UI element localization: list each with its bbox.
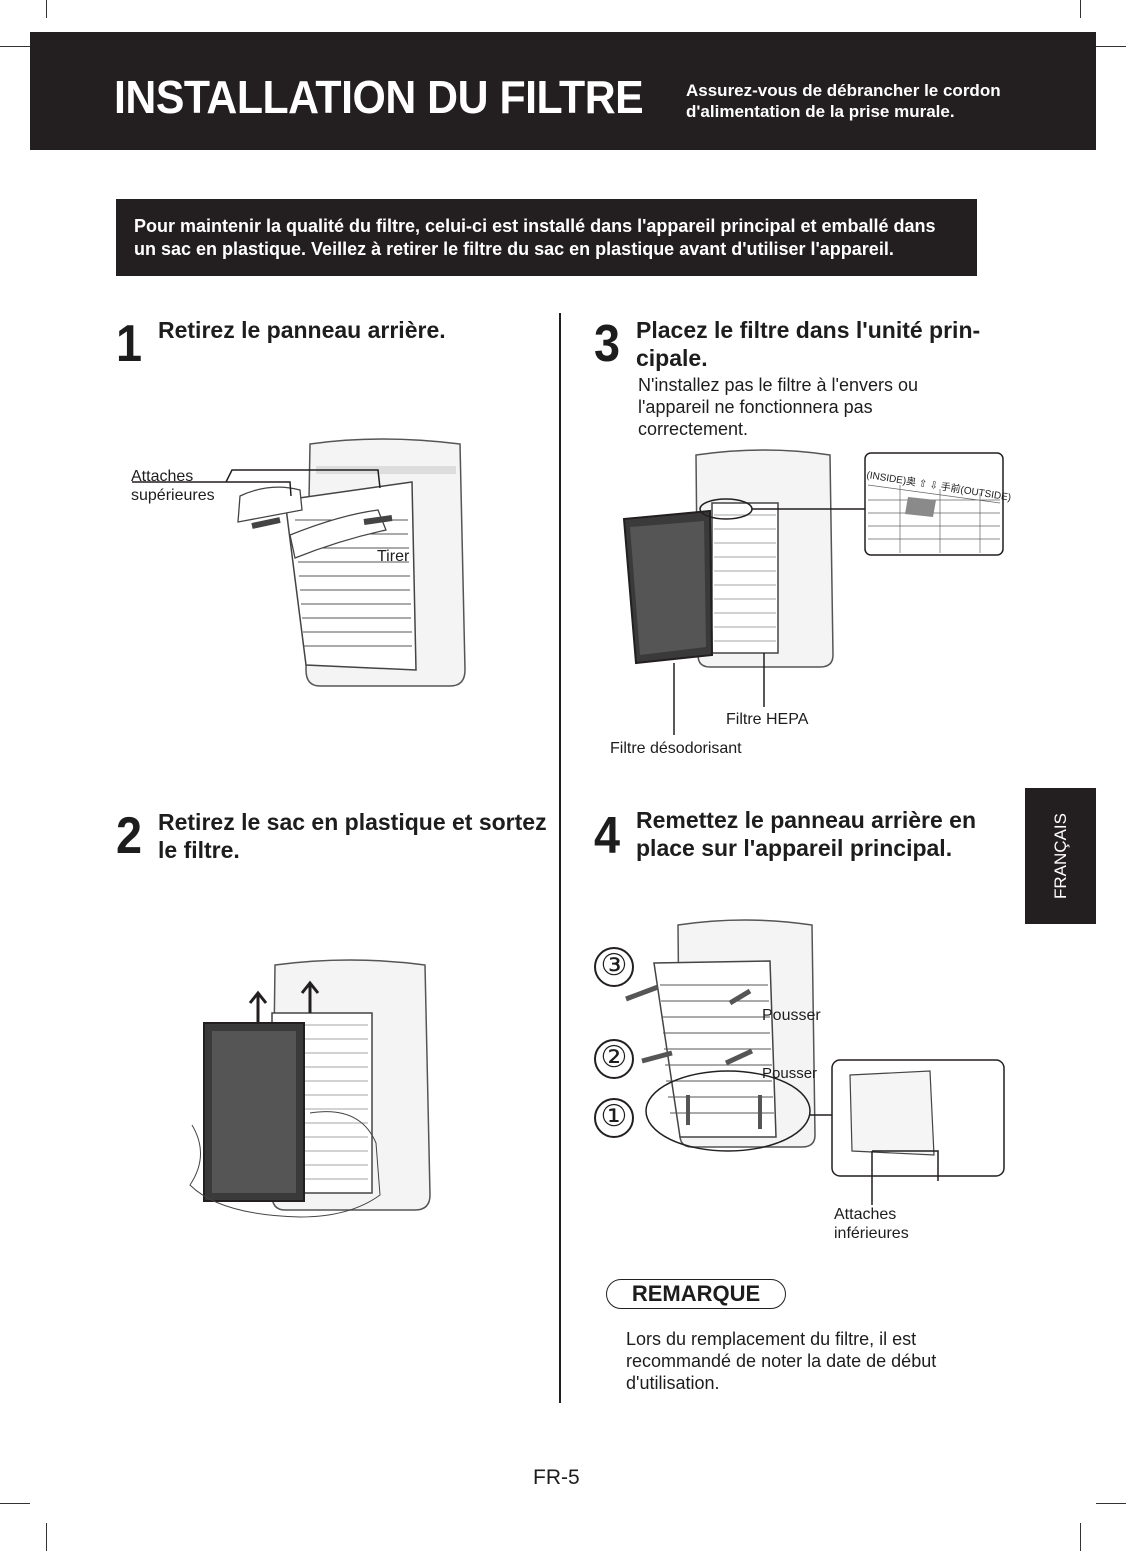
step-1-title: Retirez le panneau arrière. [158,317,446,343]
language-tab: FRANÇAIS [1025,788,1096,924]
sequence-marker-2: ② [594,1039,634,1079]
crop-mark [46,1523,47,1551]
label-pull: Tirer [377,548,410,565]
step-1-number: 1 [116,315,143,373]
unplug-warning: Assurez-vous de débrancher le cordon d'a… [686,81,1001,121]
crop-mark [0,46,30,47]
remark-text: Lors du remplacement du filtre, il est r… [626,1329,937,1393]
label-hepa-filter: Filtre HEPA [726,711,809,728]
crop-mark [1080,1523,1081,1551]
crop-mark [46,0,47,18]
page-number: FR-5 [533,1466,580,1489]
step-3-title: Placez le filtre dans l'unité prin-cipal… [636,317,981,371]
step-2-number: 2 [116,807,143,865]
step-1-illustration [132,438,466,687]
label-top-latches: Attaches supérieures [131,468,215,504]
sequence-marker-1: ① [594,1098,634,1138]
step-3-illustration [622,449,1004,735]
page-title: INSTALLATION DU FILTRE [114,71,644,123]
filter-bag-notice: Pour maintenir la qualité du filtre, cel… [116,199,977,276]
step-4-illustration [625,919,1005,1205]
header-banner: INSTALLATION DU FILTRE Assurez-vous de d… [30,32,1096,150]
label-push-upper: Pousser [762,1007,821,1024]
step-4-number: 4 [594,807,621,865]
step-3-instruction: N'installez pas le filtre à l'envers ou … [638,375,919,439]
remark-heading: REMARQUE [606,1279,786,1309]
crop-mark [0,1503,30,1504]
crop-mark [1096,1503,1126,1504]
step-3-number: 3 [594,315,621,373]
label-push-lower: Pousser [762,1065,818,1082]
label-deodorizing-filter: Filtre désodorisant [610,740,742,757]
crop-mark [1096,46,1126,47]
step-2-title: Retirez le sac en plastique et sortez le… [158,809,547,863]
label-bottom-latches: Attaches inférieures [834,1206,909,1242]
crop-mark [1080,0,1081,18]
column-divider [559,313,561,1403]
sequence-marker-3: ③ [594,947,634,987]
step-4-title: Remettez le panneau arrière en place sur… [636,807,977,861]
step-2-illustration [189,959,431,1218]
language-tab-label: FRANÇAIS [1050,813,1070,899]
